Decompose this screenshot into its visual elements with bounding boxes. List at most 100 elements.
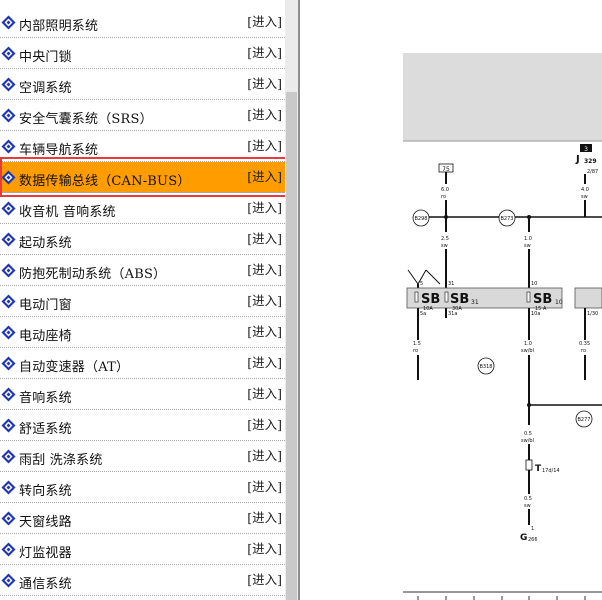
enter-link[interactable]: [进入]	[247, 479, 282, 494]
connector-b298	[412, 209, 430, 227]
blue-diamond-icon	[1, 542, 16, 557]
menu-item[interactable]: 电动座椅[进入]	[0, 317, 285, 348]
enter-link[interactable]: [进入]	[247, 76, 282, 91]
connector-label: B298	[415, 216, 428, 222]
wire-color-label: sw	[441, 243, 448, 249]
fuse-label: SB	[450, 292, 469, 307]
menu-item[interactable]: 中央门锁 [进入]	[0, 38, 285, 69]
enter-link[interactable]: [进入]	[247, 572, 282, 587]
menu-item[interactable]: 电动门窗 [进入]	[0, 286, 285, 317]
menu-item[interactable]: 舒适系统 [进入]	[0, 410, 285, 441]
blue-diamond-icon	[1, 294, 16, 309]
wire-gauge-label: 1.0	[524, 341, 532, 347]
sensor-label: G	[520, 533, 527, 543]
enter-link[interactable]: [进入]	[247, 386, 282, 401]
blue-diamond-icon	[1, 449, 16, 464]
pin-label: 1	[531, 526, 534, 532]
panel-divider[interactable]	[298, 0, 300, 600]
enter-link[interactable]: [进入]	[247, 510, 282, 525]
fuse-label: SB	[421, 292, 440, 307]
wiring-diagram: 3 J 329 2/87 4.0 sw 75 6.0 ro B298 B273 …	[403, 53, 602, 600]
blue-diamond-icon	[1, 15, 16, 30]
menu-item[interactable]: 自动变速器（AT）[进入]	[0, 348, 285, 379]
menu-item[interactable]: 天窗线路 [进入]	[0, 503, 285, 534]
connector-b273	[498, 209, 516, 227]
enter-link[interactable]: [进入]	[247, 107, 282, 122]
enter-link[interactable]: [进入]	[247, 448, 282, 463]
wire-gauge-label: 4.0	[581, 187, 589, 193]
menu-item-label: 安全气囊系统（SRS）	[19, 112, 153, 127]
wire-color-label: sw	[581, 194, 588, 200]
enter-link[interactable]: [进入]	[247, 293, 282, 308]
menu-item-label: 音响系统	[19, 391, 72, 406]
menu-item[interactable]: 防抱死制动系统（ABS）[进入]	[0, 255, 285, 286]
menu-item[interactable]: 雨刮 洗涤系统[进入]	[0, 441, 285, 472]
wire-gauge-label: 1.5	[413, 341, 421, 347]
system-menu-list: 内部照明系统[进入] 中央门锁 [进入] 空调系统 [进入] 安全气囊系统（SRS） [进入…	[0, 7, 285, 596]
enter-link[interactable]: [进入]	[247, 200, 282, 215]
sensor-subscript: 266	[528, 537, 538, 543]
wiring-diagram-panel: 3 J 329 2/87 4.0 sw 75 6.0 ro B298 B273 …	[300, 0, 602, 600]
fuse-tag-label: 75	[442, 166, 450, 173]
blue-diamond-icon	[1, 480, 16, 495]
enter-link[interactable]: [进入]	[247, 14, 282, 29]
menu-item[interactable]: 灯监视器[进入]	[0, 534, 285, 565]
fuse-rating: 10A	[423, 306, 433, 312]
scrollbar-thumb[interactable]	[286, 92, 297, 600]
enter-link[interactable]: [进入]	[247, 169, 282, 184]
pin-label: 1/30	[587, 311, 598, 317]
menu-item[interactable]: 转向系统[进入]	[0, 472, 285, 503]
menu-item[interactable]: 音响系统 [进入]	[0, 379, 285, 410]
enter-link[interactable]: [进入]	[247, 231, 282, 246]
blue-diamond-icon	[1, 263, 16, 278]
menu-item[interactable]: 安全气囊系统（SRS） [进入]	[0, 100, 285, 131]
blue-diamond-icon	[1, 170, 16, 185]
fuse-number: 31	[471, 299, 479, 306]
blue-diamond-icon	[1, 387, 16, 402]
fuse-number: 10	[555, 299, 563, 306]
connector-t17d	[525, 459, 533, 471]
menu-item-label: 数据传输总线（CAN-BUS）	[19, 174, 191, 189]
menu-item[interactable]: 收音机 音响系统[进入]	[0, 193, 285, 224]
wire-color-label: ro	[581, 348, 586, 354]
menu-item-label: 天窗线路	[19, 515, 72, 530]
enter-link[interactable]: [进入]	[247, 541, 282, 556]
diagram-header-area	[403, 53, 602, 141]
blue-diamond-icon	[1, 325, 16, 340]
wire-gauge-label: 0.5	[524, 431, 532, 437]
menu-item-label: 舒适系统	[19, 422, 72, 437]
menu-item[interactable]: 数据传输总线（CAN-BUS） [进入]	[0, 162, 285, 193]
enter-link[interactable]: [进入]	[247, 262, 282, 277]
component-menu-panel: 内部照明系统[进入] 中央门锁 [进入] 空调系统 [进入] 安全气囊系统（SRS） [进入…	[0, 0, 285, 600]
connector-t-subscript: 17d/14	[542, 468, 560, 474]
wire-gauge-label: 2.5	[441, 236, 449, 242]
enter-link[interactable]: [进入]	[247, 355, 282, 370]
fuse-rating: 30A	[452, 306, 462, 312]
menu-item-label: 空调系统	[19, 81, 72, 96]
enter-link[interactable]: [进入]	[247, 417, 282, 432]
enter-link[interactable]: [进入]	[247, 138, 282, 153]
menu-item[interactable]: 内部照明系统[进入]	[0, 7, 285, 38]
menu-item-label: 通信系统	[19, 577, 72, 592]
relay-name: J	[575, 154, 580, 165]
wire-color-label: ro	[413, 348, 418, 354]
menu-item[interactable]: 起动系统[进入]	[0, 224, 285, 255]
menu-item[interactable]: 车辆导航系统[进入]	[0, 131, 285, 162]
wire-color-label: ro	[441, 194, 446, 200]
enter-link[interactable]: [进入]	[247, 324, 282, 339]
relay-number-box	[580, 144, 592, 152]
blue-diamond-icon	[1, 511, 16, 526]
blue-diamond-icon	[1, 77, 16, 92]
enter-link[interactable]: [进入]	[247, 45, 282, 60]
pin-label: 10	[531, 281, 537, 287]
connector-b318	[477, 357, 495, 375]
connector-t-label: T	[535, 464, 542, 474]
menu-item-label: 中央门锁	[19, 50, 72, 65]
menu-item-label: 电动门窗	[19, 298, 72, 313]
blue-diamond-icon	[1, 356, 16, 371]
menu-item[interactable]: 空调系统 [进入]	[0, 69, 285, 100]
wire-gauge-label: 0.35	[579, 341, 590, 347]
pin-label: 31a	[448, 311, 457, 317]
pin-label: 5a	[420, 311, 426, 317]
menu-item[interactable]: 通信系统 [进入]	[0, 565, 285, 596]
